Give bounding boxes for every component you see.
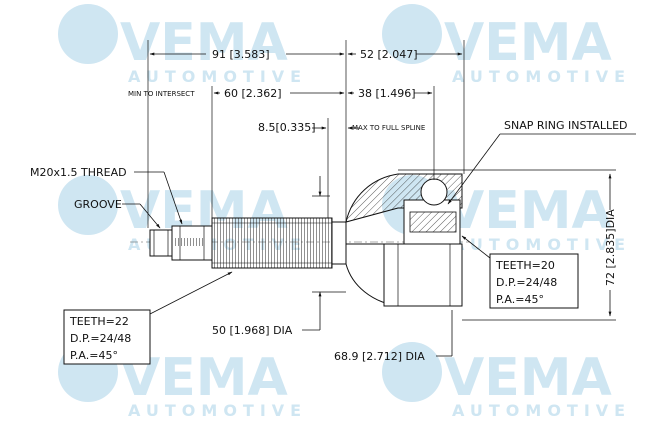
ball-bearing [420,178,448,206]
dim-max-full-spline-label: MAX TO FULL SPLINE [352,124,425,132]
spec-left-pa: P.A.=45° [70,349,118,362]
dim-overall-bell: 52 [2.047] [360,48,418,61]
watermark-top-right: VEMA AUTOMOTIVE [382,4,631,86]
watermark-v-logo [58,4,118,64]
dim-shaft-dia: 50 [1.968] DIA [212,324,293,337]
watermark-v-logo [382,4,442,64]
leader-line [139,203,161,229]
dim-overall-shaft: 91 [3.583] [212,48,270,61]
dim-bell-length: 38 [1.496] [358,87,416,100]
spec-box-right: TEETH=20 D.P.=24/48 P.A.=45° [489,253,579,309]
watermark-brand: VEMA [444,348,612,408]
bell-housing [345,173,463,307]
spec-left-dp: D.P.=24/48 [70,332,131,345]
groove-section [171,225,213,261]
watermark-sub: AUTOMOTIVE [128,401,307,420]
leader-line [461,235,491,259]
watermark-sub: AUTOMOTIVE [128,67,307,86]
watermark-bottom-right: VEMA AUTOMOTIVE [382,342,631,420]
watermark-sub: AUTOMOTIVE [452,401,631,420]
dim-bell-dia: 68.9 [2.712] DIA [334,350,425,363]
leader-line [163,171,183,225]
watermark-brand: VEMA [444,13,612,73]
watermark-sub: AUTOMOTIVE [452,235,631,254]
snap-ring-label: SNAP RING INSTALLED [504,119,628,132]
shaft-neck [331,221,347,265]
groove-label: GROOVE [74,198,122,211]
dim-spline-max: 8.5[0.335] [258,121,316,134]
spec-right-teeth: TEETH=20 [495,259,555,272]
watermark-sub: AUTOMOTIVE [452,67,631,86]
watermark-top-left: VEMA AUTOMOTIVE [58,4,307,86]
splined-shaft [211,217,333,269]
leader-line [149,271,233,315]
watermark-v-logo [58,175,118,235]
spec-box-left: TEETH=22 D.P.=24/48 P.A.=45° [63,309,151,365]
watermark-v-logo [382,342,442,402]
watermark-brand: VEMA [444,181,612,241]
spec-right-dp: D.P.=24/48 [496,276,557,289]
watermark-brand: VEMA [120,13,288,73]
dim-shaft-length: 60 [2.362] [224,87,282,100]
spec-left-teeth: TEETH=22 [69,315,129,328]
spec-right-pa: P.A.=45° [496,293,544,306]
leader-line [447,133,501,205]
dim-min-intersect-label: MIN TO INTERSECT [128,90,195,98]
thread-end [149,229,173,257]
dim-outer-dia: 72 [2.835]DIA [604,209,617,286]
thread-label: M20x1.5 THREAD [30,166,127,179]
inner-race [403,178,461,245]
